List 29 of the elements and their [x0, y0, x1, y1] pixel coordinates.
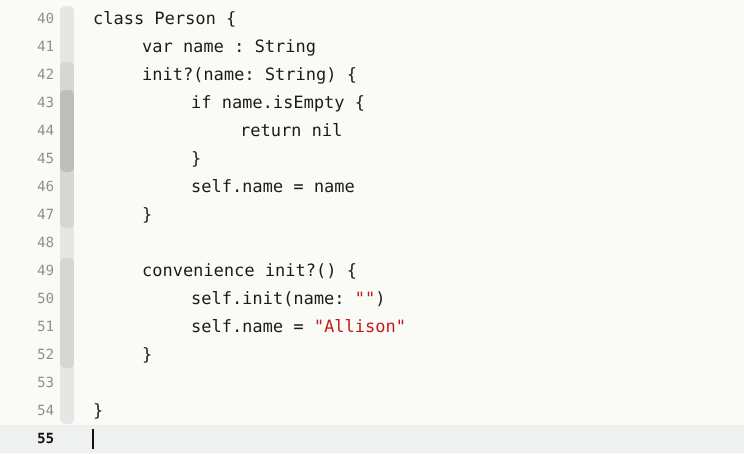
- code-line: if name.isEmpty {: [191, 92, 365, 115]
- code-line: self.name = name: [191, 176, 355, 199]
- code-line: self.init(name: ""): [191, 288, 386, 311]
- line-number: 49: [36, 262, 54, 281]
- line-number: 44: [36, 122, 54, 141]
- line-number: 52: [36, 346, 54, 365]
- code-line: convenience init?() {: [142, 260, 357, 283]
- line-number: 45: [36, 150, 54, 169]
- code-line: }: [93, 400, 104, 423]
- line-number: 50: [36, 290, 54, 309]
- line-number: 55: [36, 430, 54, 449]
- line-number: 48: [36, 234, 54, 253]
- line-number: 40: [36, 10, 54, 29]
- line-number: 42: [36, 66, 54, 85]
- line-number: 41: [36, 38, 54, 57]
- code-line: class Person {: [93, 8, 236, 31]
- code-line: init?(name: String) {: [142, 64, 357, 87]
- code-line: }: [142, 344, 152, 367]
- line-number: 51: [36, 318, 54, 337]
- line-number: 46: [36, 178, 54, 197]
- line-number: 47: [36, 206, 54, 225]
- code-line: }: [142, 204, 152, 227]
- code-line: }: [191, 148, 202, 171]
- line-number: 54: [36, 402, 54, 421]
- code-line: return nil: [240, 120, 342, 143]
- line-number: 43: [36, 94, 54, 113]
- line-number: 53: [36, 374, 54, 393]
- code-line: var name : String: [142, 36, 316, 59]
- code-line: self.name = "Allison": [191, 316, 406, 339]
